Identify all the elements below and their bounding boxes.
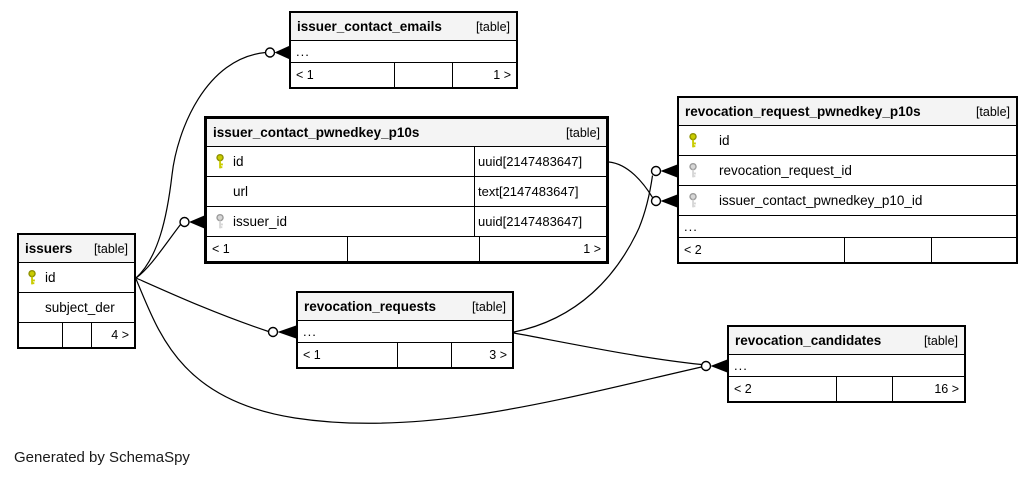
table-name[interactable]: issuer_contact_emails [297,19,442,34]
table-revocation-requests[interactable]: revocation_requests [table] ... < 1 3 > [296,291,514,369]
crowfoot-arrow [660,194,679,208]
table-revocation-candidates[interactable]: revocation_candidates [table] ... < 2 16… [727,325,966,403]
footer-mid-cell [845,238,932,262]
column-row: id [679,126,1016,156]
table-header: issuer_contact_emails [table] [291,13,516,41]
generated-by-note: Generated by SchemaSpy [14,449,190,466]
footer-left-count [19,323,63,347]
footer-right-count [932,238,1016,262]
table-type-tag: [table] [475,19,510,34]
collapsed-columns-row: ... [729,355,964,377]
table-issuer-contact-emails[interactable]: issuer_contact_emails [table] ... < 1 1 … [289,11,518,89]
footer-left-count: < 2 [729,377,837,401]
column-row: issuer_id uuid[2147483647] [207,207,606,237]
footer-right-count: 1 > [583,242,601,256]
table-footer: < 1 3 > [298,343,512,367]
table-footer: < 1 1 > [207,237,606,261]
table-footer: < 1 1 > [291,63,516,87]
relationship-line-icp-rrp [608,161,654,198]
table-issuers[interactable]: issuers [table] id subject_der 4 > [17,233,136,349]
crowfoot-arrow [710,359,729,373]
relationship-line-rr-rc [513,332,702,366]
relationship-line-issuers-icp [135,224,181,279]
collapsed-columns-row: ... [679,216,1016,238]
footer-right-count: 4 > [111,328,129,342]
foreign-key-icon [215,213,224,229]
column-row: id [19,263,134,293]
table-name[interactable]: revocation_requests [304,299,437,314]
column-name: issuer_contact_pwnedkey_p10_id [719,193,923,208]
table-header: revocation_candidates [table] [729,327,964,355]
column-name: id [45,270,56,285]
relationship-line-issuers-emails [135,51,266,279]
footer-left-count: < 1 [291,63,395,87]
zero-many-circle [267,326,279,338]
crowfoot-arrow [189,215,206,229]
footer-mid-cell [348,237,480,261]
zero-many-circle [650,165,662,177]
primary-key-icon [27,269,36,285]
table-name[interactable]: issuer_contact_pwnedkey_p10s [213,125,420,140]
table-type-tag: [table] [565,125,600,140]
footer-right-count: 3 > [489,348,507,362]
table-issuer-contact-pwnedkey-p10s[interactable]: issuer_contact_pwnedkey_p10s [table] id … [204,116,609,264]
table-footer: < 2 [679,238,1016,262]
column-name: id [233,154,244,169]
relationship-line-issuers-rr [135,277,269,333]
table-header: revocation_request_pwnedkey_p10s [table] [679,98,1016,126]
column-name: subject_der [45,300,115,315]
table-type-tag: [table] [471,299,506,314]
crowfoot-arrow [274,45,290,60]
footer-left-count: < 2 [679,238,845,262]
table-name[interactable]: revocation_candidates [735,333,882,348]
column-row: revocation_request_id [679,156,1016,186]
zero-many-circle [650,195,662,207]
zero-many-circle [700,360,712,372]
footer-mid-cell [63,323,92,347]
column-name: issuer_id [233,214,288,229]
crowfoot-arrow [277,325,298,339]
column-type: uuid[2147483647] [474,207,606,236]
table-type-tag: [table] [975,104,1010,119]
foreign-key-icon [689,162,697,178]
footer-left-count: < 1 [298,343,398,367]
primary-key-icon [215,153,224,169]
column-type: uuid[2147483647] [474,147,606,176]
column-row: id uuid[2147483647] [207,147,606,177]
zero-many-circle [264,47,276,58]
footer-mid-cell [398,343,452,367]
table-type-tag: [table] [93,241,128,256]
footer-right-count: 16 > [934,382,959,396]
column-row: url text[2147483647] [207,177,606,207]
relationship-line-issuers-rc [135,278,702,424]
column-name: revocation_request_id [719,163,852,178]
footer-mid-cell [837,377,893,401]
column-row: issuer_contact_pwnedkey_p10_id [679,186,1016,216]
table-revocation-request-pwnedkey-p10s[interactable]: revocation_request_pwnedkey_p10s [table]… [677,96,1018,264]
table-header: issuers [table] [19,235,134,263]
column-row: subject_der [19,293,134,323]
table-footer: < 2 16 > [729,377,964,401]
column-name: url [233,184,249,199]
table-footer: 4 > [19,323,134,347]
column-name: id [719,133,730,148]
collapsed-columns-row: ... [298,321,512,343]
footer-mid-cell [395,63,453,87]
table-header: revocation_requests [table] [298,293,512,321]
footer-right-count: 1 > [493,68,511,82]
table-name[interactable]: revocation_request_pwnedkey_p10s [685,104,921,119]
foreign-key-icon [689,192,697,208]
table-type-tag: [table] [923,333,958,348]
table-name[interactable]: issuers [25,241,73,256]
footer-left-count: < 1 [207,237,348,261]
crowfoot-arrow [660,164,679,178]
column-type: text[2147483647] [474,177,606,206]
collapsed-columns-row: ... [291,41,516,63]
table-header: issuer_contact_pwnedkey_p10s [table] [207,119,606,147]
zero-many-circle [179,216,190,228]
primary-key-icon [689,132,697,148]
